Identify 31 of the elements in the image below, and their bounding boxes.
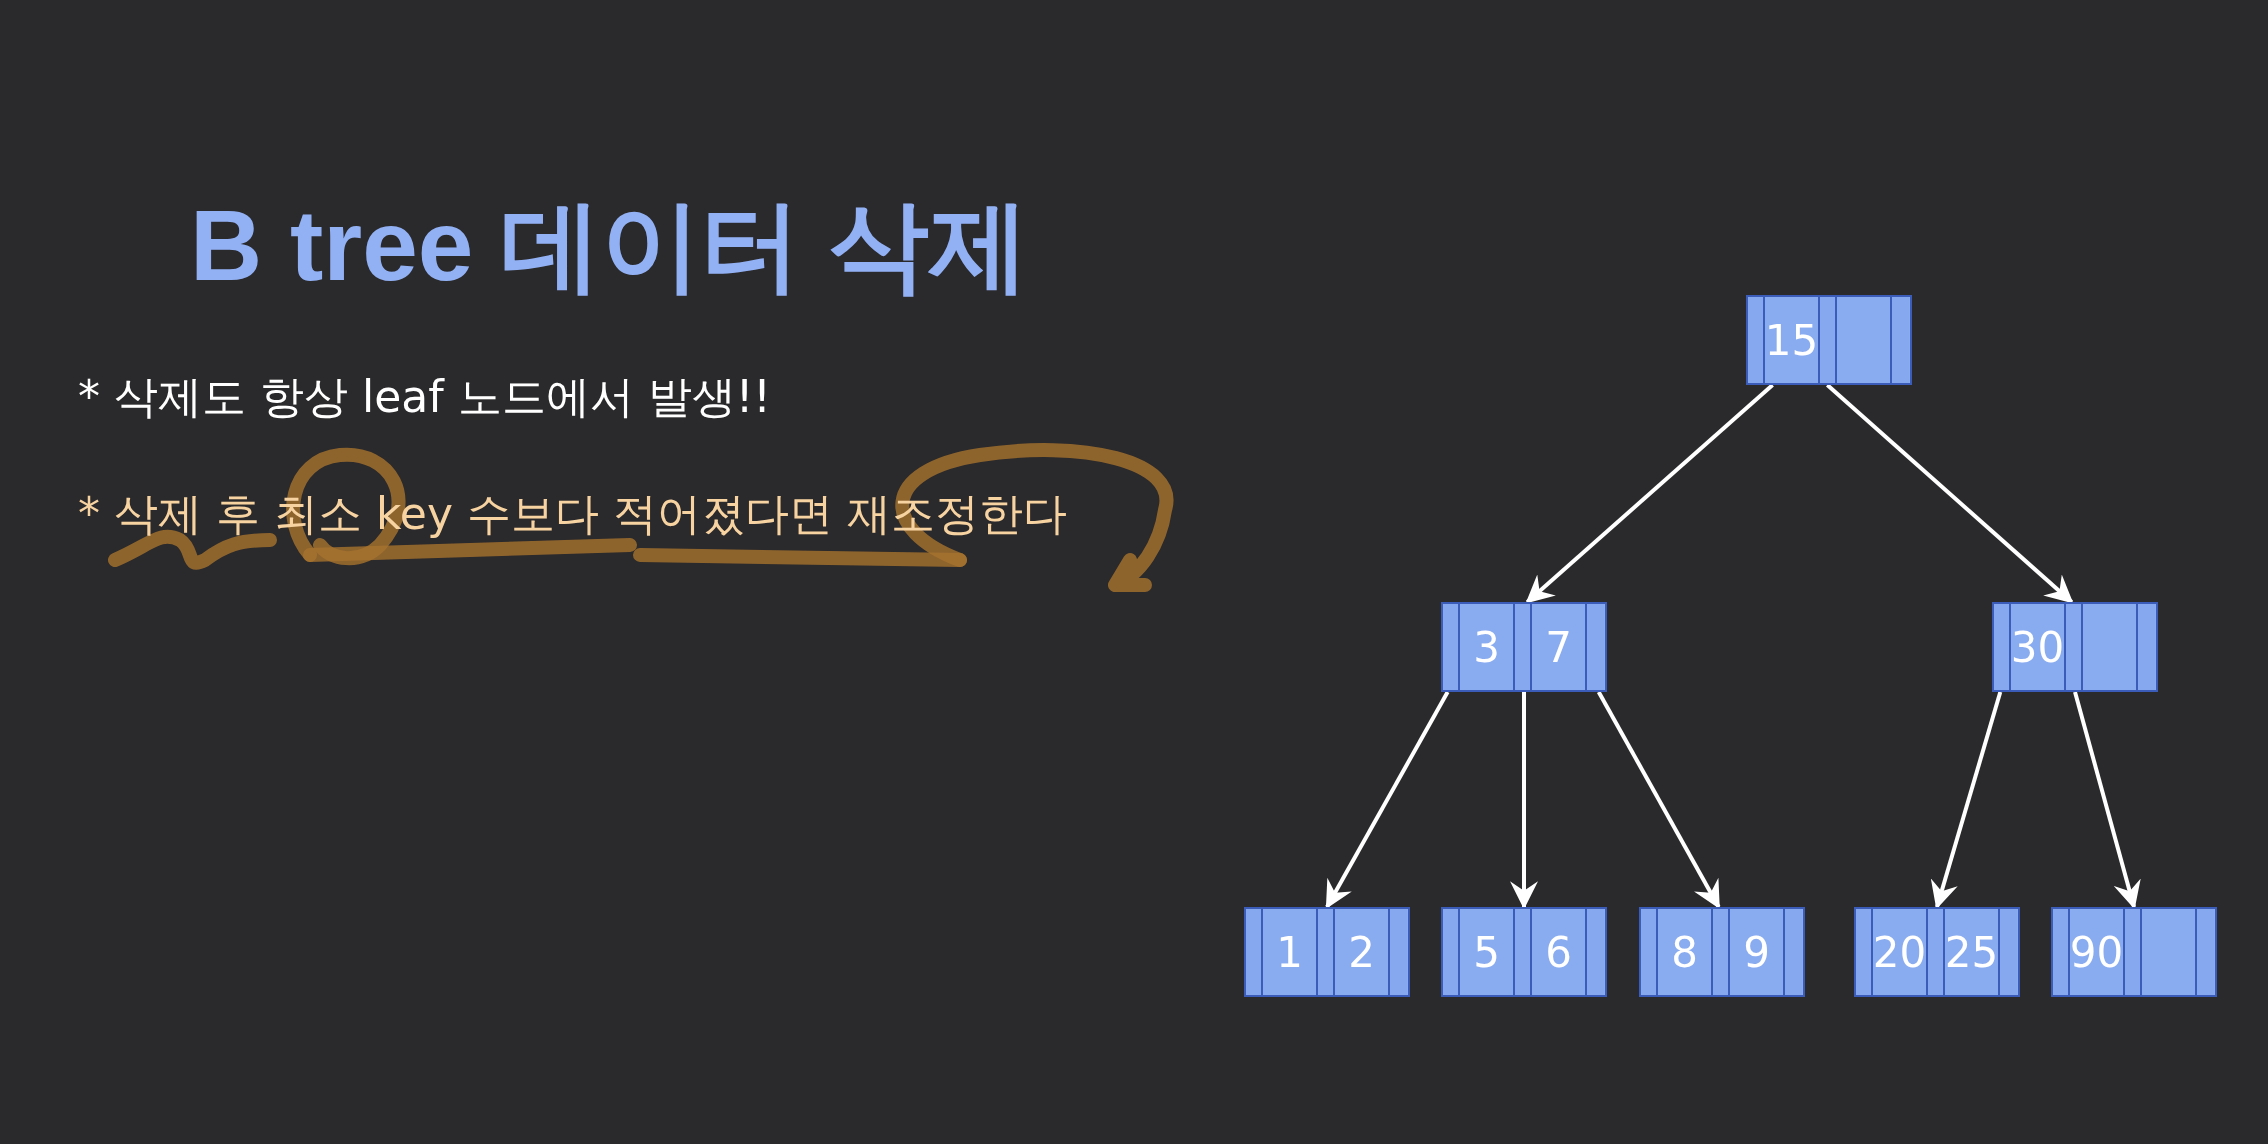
- bullet-text: * 삭제 후 최소 key 수보다 적어졌다면 재조정한다: [78, 492, 1067, 536]
- key-value: 1: [1276, 926, 1303, 979]
- key-value: 5: [1473, 926, 1500, 979]
- arrow: [1826, 383, 2074, 604]
- key-value: 90: [2069, 926, 2124, 979]
- bullet-text: * 삭제도 항상 leaf 노드에서 발생!!: [78, 375, 771, 419]
- key-value: 3: [1473, 621, 1500, 674]
- key-value: 15: [1764, 314, 1819, 367]
- arrow: [1930, 691, 2003, 910]
- btree-node: [1746, 295, 1912, 385]
- key-value: 20: [1872, 926, 1927, 979]
- arrow: [1325, 691, 1450, 910]
- key-value: 30: [2010, 621, 2065, 674]
- key-value: 9: [1743, 926, 1770, 979]
- key-value: 25: [1944, 926, 1999, 979]
- btree-node: [1244, 907, 1410, 997]
- btree-node: [1639, 907, 1805, 997]
- btree-node: [1854, 907, 2020, 997]
- arrow: [2073, 691, 2141, 910]
- key-value: 6: [1545, 926, 1572, 979]
- key-value: 7: [1545, 621, 1572, 674]
- arrow: [1596, 691, 1721, 910]
- btree-node: [1441, 602, 1607, 692]
- title: B tree 데이터 삭제: [190, 195, 1029, 295]
- key-value: 8: [1671, 926, 1698, 979]
- arrow: [1525, 383, 1774, 604]
- btree-node: [1992, 602, 2158, 692]
- arrow: [1510, 692, 1538, 910]
- key-value: 2: [1348, 926, 1375, 979]
- btree-node: [2051, 907, 2217, 997]
- btree-node: [1441, 907, 1607, 997]
